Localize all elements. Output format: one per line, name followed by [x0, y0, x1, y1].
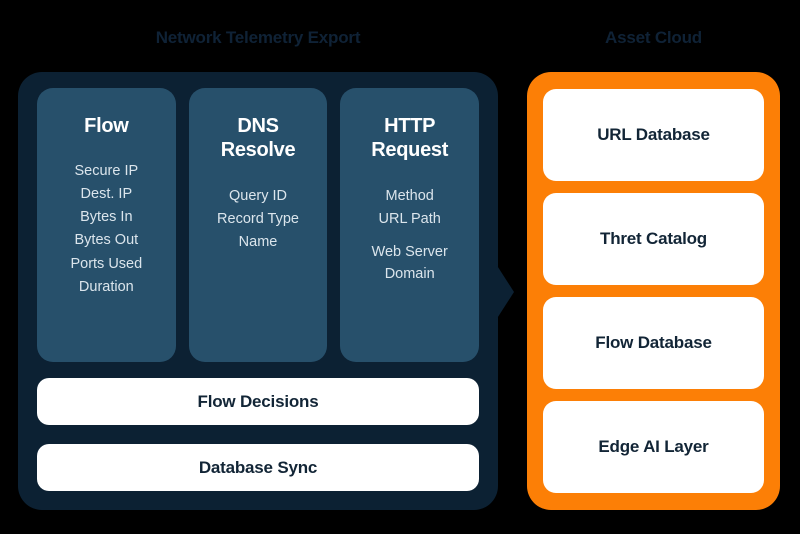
card-title: DNS Resolve — [220, 115, 296, 162]
telemetry-card-list: Flow Secure IP Dest. IP Bytes In Bytes O… — [37, 88, 480, 362]
card-field: Method — [385, 187, 434, 204]
telemetry-card-flow[interactable]: Flow Secure IP Dest. IP Bytes In Bytes O… — [37, 88, 176, 362]
card-field: Name — [238, 233, 278, 250]
card-field: Bytes Out — [74, 232, 139, 249]
flow-decisions-bar[interactable]: Flow Decisions — [37, 378, 479, 425]
asset-cloud-card-thret-catalog[interactable]: Thret Catalog — [543, 193, 764, 285]
network-telemetry-export-title: Network Telemetry Export — [155, 28, 361, 47]
card-field: URL Path — [378, 210, 441, 227]
card-field: Query ID — [229, 187, 288, 204]
card-field: Secure IP — [74, 163, 139, 180]
card-field: Bytes In — [80, 209, 133, 226]
asset-cloud-card-flow-database[interactable]: Flow Database — [543, 297, 764, 389]
card-field: Duration — [78, 278, 134, 295]
asset-cloud-panel: URL Database Thret Catalog Flow Database… — [527, 72, 780, 510]
card-title: Flow — [84, 115, 129, 137]
telemetry-card-http-request[interactable]: HTTP Request Method URL Path Web Server … — [340, 88, 480, 362]
database-sync-bar[interactable]: Database Sync — [37, 444, 479, 491]
telemetry-card-dns-resolve[interactable]: DNS Resolve Query ID Record Type Name — [188, 88, 328, 362]
card-field: Record Type — [217, 210, 299, 227]
card-title: HTTP Request — [371, 115, 449, 162]
asset-cloud-card-edge-ai-layer[interactable]: Edge AI Layer — [543, 401, 764, 493]
card-field: Ports Used — [70, 255, 143, 272]
arrow-right-triangle-icon — [496, 264, 514, 320]
card-field: Dest. IP — [80, 186, 133, 203]
asset-cloud-card-url-database[interactable]: URL Database — [543, 89, 764, 181]
card-field: Web Server Domain — [371, 243, 448, 282]
asset-cloud-title: Asset Cloud — [605, 28, 702, 47]
